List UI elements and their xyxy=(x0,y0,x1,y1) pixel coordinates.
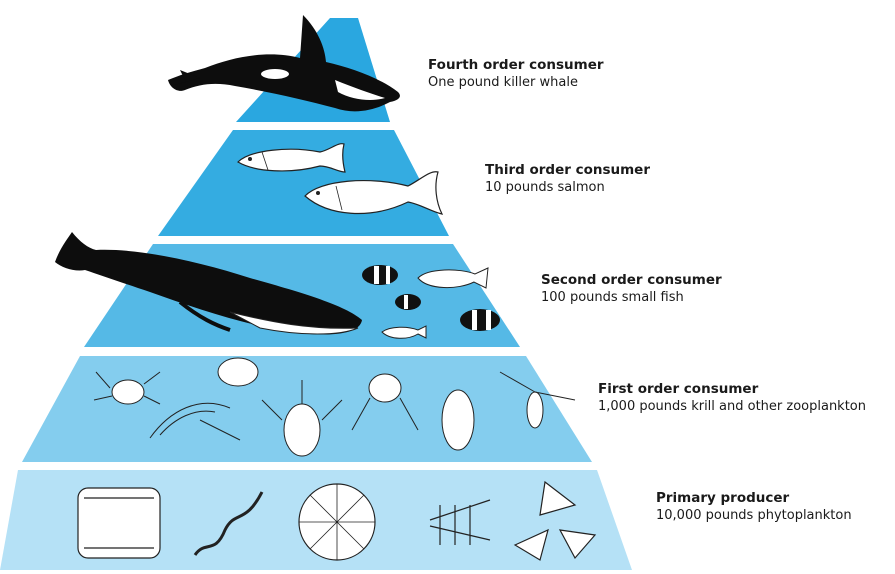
level-title: Second order consumer xyxy=(541,272,722,290)
level-band-3 xyxy=(158,130,449,236)
level-title: Primary producer xyxy=(656,490,852,508)
level-subtitle: 100 pounds small fish xyxy=(541,290,722,307)
level-label-0: Primary producer 10,000 pounds phytoplan… xyxy=(656,490,852,524)
level-subtitle: 1,000 pounds krill and other zooplankton xyxy=(598,399,866,416)
level-title: Third order consumer xyxy=(485,162,650,180)
level-subtitle: One pound killer whale xyxy=(428,75,604,92)
level-label-3: Third order consumer 10 pounds salmon xyxy=(485,162,650,196)
level-subtitle: 10,000 pounds phytoplankton xyxy=(656,508,852,525)
level-subtitle: 10 pounds salmon xyxy=(485,180,650,197)
level-title: First order consumer xyxy=(598,381,866,399)
level-label-4: Fourth order consumer One pound killer w… xyxy=(428,57,604,91)
level-title: Fourth order consumer xyxy=(428,57,604,75)
level-label-2: Second order consumer 100 pounds small f… xyxy=(541,272,722,306)
level-label-1: First order consumer 1,000 pounds krill … xyxy=(598,381,866,415)
